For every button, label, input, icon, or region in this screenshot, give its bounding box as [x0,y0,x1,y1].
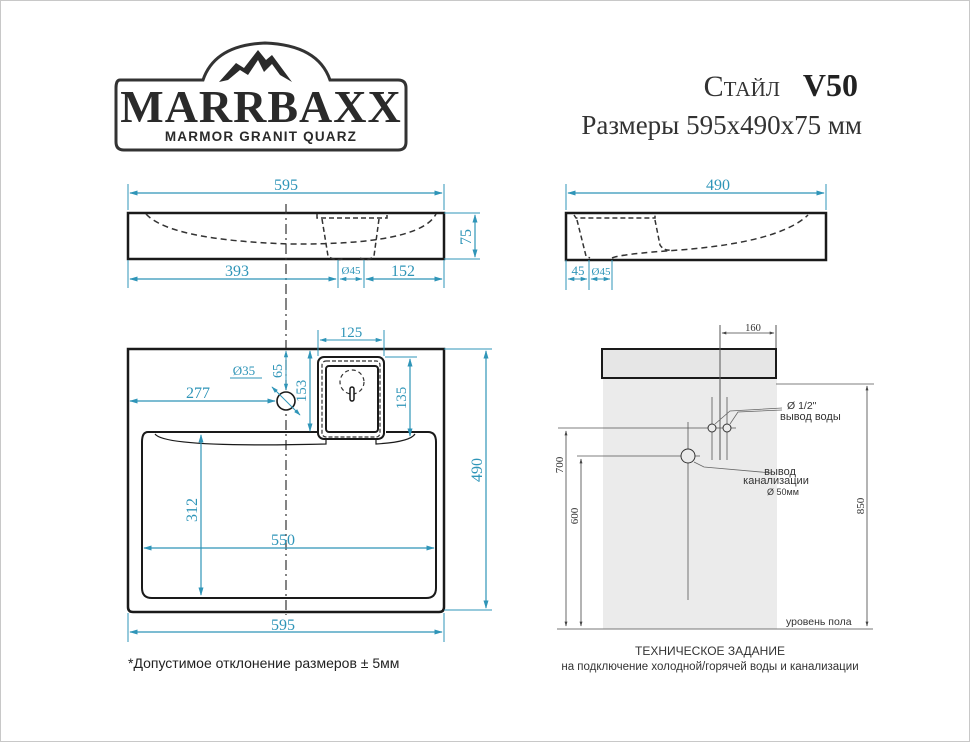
tap-hole-diameter-label: Ø35 [233,363,255,378]
brand-name: MARRBAXX [120,81,401,132]
overflow-outer-depth-label: 153 [294,380,310,403]
side-drain-offset-label: 45 [572,263,585,278]
height-700-label: 700 [554,456,566,473]
side-depth-label: 490 [706,177,730,194]
bowl-width-label: 550 [271,532,295,549]
model-code: V50 [803,67,858,103]
front-left-offset-label: 393 [225,263,249,280]
floor-level-label: уровень пола [786,616,852,628]
water-diameter-label: Ø 1/2" [787,400,817,412]
dimensions-line: Размеры 595x490x75 мм [581,110,862,140]
height-850-label: 850 [855,497,867,514]
drain-label-2: канализации [743,475,809,487]
total-width-label: 595 [271,617,295,634]
side-view: 490 45 Ø45 [564,177,828,290]
height-600-label: 600 [569,507,581,524]
front-height-label: 75 [458,229,475,245]
installation-title: ТЕХНИЧЕСКОЕ ЗАДАНИЕ [635,644,785,658]
tap-hole-left-label: 277 [186,385,210,402]
drain-diameter-label: Ø 50мм [767,487,799,497]
front-drain-diameter-label: Ø45 [342,265,361,277]
installation-subtitle: на подключение холодной/горячей воды и к… [561,661,858,673]
front-width-label: 595 [274,177,298,194]
model-prefix: Стайл [704,70,780,103]
total-depth-label: 490 [469,458,486,482]
tap-hole-offset-label: 65 [271,364,286,378]
side-drain-diameter-label: Ø45 [592,266,611,278]
front-right-offset-label: 152 [391,263,415,280]
water-outlet-label: вывод воды [780,411,841,423]
offset-160-label: 160 [745,323,761,334]
front-view: 595 75 393 Ø45 152 [126,177,480,300]
brand-tagline: MARMOR GRANIT QUARZ [165,129,357,144]
top-view: Ø35 125 65 277 153 135 490 312 550 [126,300,492,642]
tolerance-footnote: *Допустимое отклонение размеров ± 5мм [128,655,399,671]
brand-logo: MARRBAXX MARMOR GRANIT QUARZ [114,41,408,152]
overflow-width-label: 125 [340,325,363,341]
mountain-icon [219,50,292,82]
overflow-inner-depth-label: 135 [394,387,410,410]
drain-label-1: вывод [764,466,796,478]
bowl-depth-label: 312 [184,498,201,522]
installation-view: 160 Ø 1/2" вывод воды вывод канализации … [554,323,874,673]
